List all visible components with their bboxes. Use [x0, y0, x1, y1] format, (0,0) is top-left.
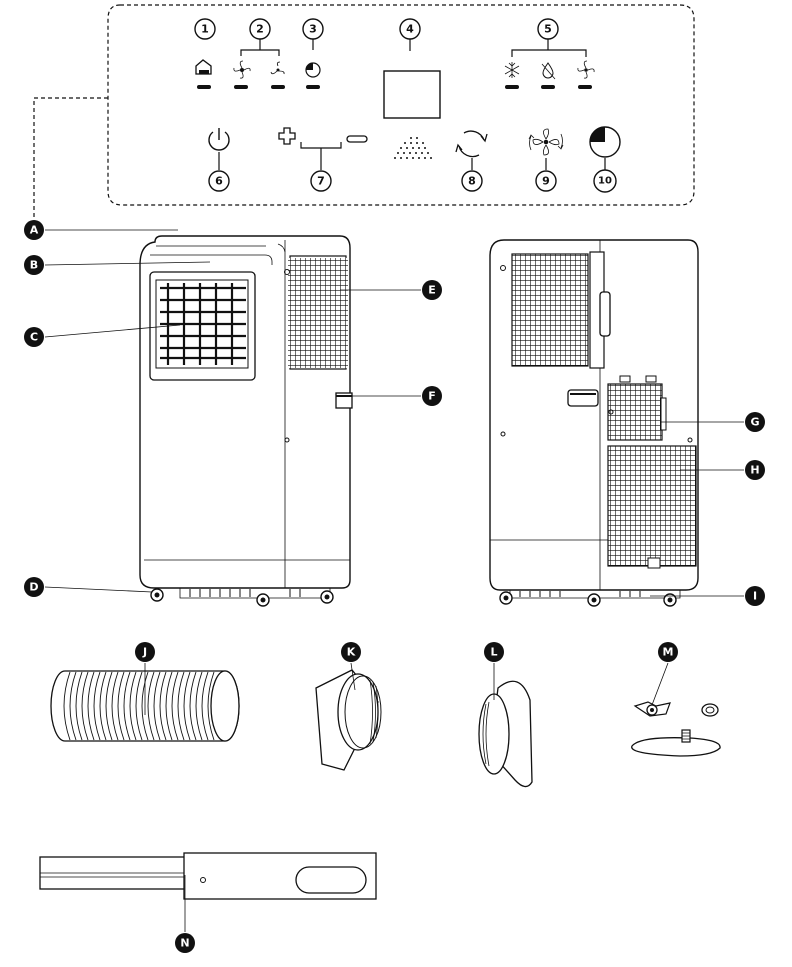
callout-h: H — [680, 460, 765, 480]
mode-cycle-icon[interactable] — [455, 130, 488, 158]
svg-text:L: L — [490, 646, 497, 659]
exhaust-connector — [478, 680, 533, 788]
unit-front-view — [139, 235, 353, 607]
svg-text:F: F — [428, 390, 436, 403]
unit-back-view — [489, 239, 699, 607]
callout-6: 6 — [208, 170, 230, 192]
callout-2: 2 — [249, 18, 271, 40]
svg-text:H: H — [750, 464, 759, 477]
svg-text:C: C — [30, 331, 38, 344]
dry-mode-icon — [541, 62, 556, 80]
callout-k: K — [341, 642, 361, 691]
fan-high-icon — [233, 60, 251, 79]
svg-text:K: K — [347, 646, 356, 659]
svg-text:3: 3 — [309, 23, 317, 36]
svg-text:A: A — [30, 224, 39, 237]
svg-text:6: 6 — [215, 175, 223, 188]
display-screen — [383, 70, 441, 119]
callout-d: D — [24, 577, 153, 597]
svg-text:1: 1 — [201, 23, 209, 36]
callout-f: F — [350, 386, 442, 406]
callout-a: A — [24, 220, 178, 240]
svg-text:N: N — [180, 937, 189, 950]
svg-text:7: 7 — [317, 175, 325, 188]
control-panel: 1 2 3 4 5 — [33, 4, 695, 218]
svg-text:M: M — [663, 646, 674, 659]
callout-l: L — [484, 642, 504, 700]
callout-1: 1 — [194, 18, 216, 40]
water-tank-icon — [195, 59, 212, 75]
front-louver-grid — [160, 283, 246, 365]
svg-text:4: 4 — [406, 23, 414, 36]
svg-text:I: I — [753, 590, 757, 603]
plus-icon[interactable] — [278, 127, 296, 145]
fan-mode-icon — [577, 60, 595, 79]
svg-text:B: B — [30, 259, 38, 272]
callout-j: J — [135, 642, 155, 715]
receiver-icon — [394, 137, 432, 159]
callout-7: 7 — [310, 170, 332, 192]
power-icon[interactable] — [208, 128, 230, 151]
fan-speed-icon[interactable] — [528, 128, 564, 156]
callout-n: N — [175, 875, 195, 953]
callout-10: 10 — [593, 169, 617, 193]
callout-3: 3 — [302, 18, 324, 40]
window-adapter — [315, 669, 382, 771]
wing-nut-kit — [631, 701, 721, 757]
panel-leader — [33, 97, 108, 218]
cool-mode-icon — [504, 62, 520, 78]
fan-low-icon — [270, 61, 285, 75]
svg-text:9: 9 — [542, 175, 550, 188]
svg-text:G: G — [750, 416, 759, 429]
callout-m: M — [651, 642, 678, 706]
callout-e: E — [340, 280, 442, 300]
timer-button-icon[interactable] — [589, 126, 621, 158]
svg-text:E: E — [428, 284, 436, 297]
callout-c: C — [24, 324, 181, 347]
svg-text:2: 2 — [256, 23, 264, 36]
svg-text:8: 8 — [468, 175, 476, 188]
svg-text:5: 5 — [544, 23, 552, 36]
svg-text:J: J — [142, 646, 147, 659]
indicator-leds — [197, 85, 592, 89]
callout-8: 8 — [461, 170, 483, 192]
svg-text:10: 10 — [598, 176, 612, 187]
callout-4: 4 — [399, 18, 421, 40]
svg-text:D: D — [29, 581, 38, 594]
window-slider-kit — [39, 852, 377, 900]
callout-9: 9 — [535, 170, 557, 192]
callout-i: I — [650, 586, 765, 606]
callout-b: B — [24, 255, 211, 275]
minus-icon[interactable] — [346, 135, 368, 143]
callout-5: 5 — [537, 18, 559, 40]
callout-g: G — [660, 412, 765, 432]
timer-icon — [305, 62, 321, 78]
